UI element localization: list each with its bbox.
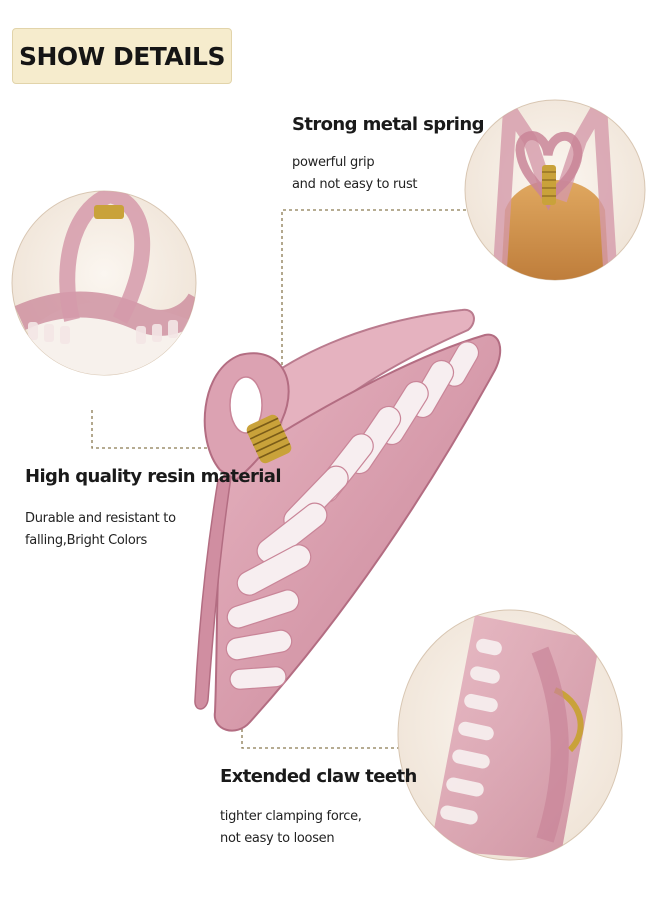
material-feature-line-1: Durable and resistant to	[25, 511, 176, 526]
material-feature-title: High quality resin material	[25, 466, 282, 487]
teeth-feature-line-2: not easy to loosen	[220, 831, 335, 846]
detail-circle-top-left	[11, 190, 197, 376]
spring-feature-line-1: powerful grip	[292, 155, 375, 170]
material-feature-line-2: falling,Bright Colors	[25, 533, 148, 548]
teeth-feature-line-1: tighter clamping force,	[220, 809, 362, 824]
banner-label: SHOW DETAILS	[19, 41, 226, 71]
teeth-callout-line	[241, 705, 402, 749]
spring-feature-title: Strong metal spring	[292, 114, 484, 135]
teeth-feature-title: Extended claw teeth	[220, 766, 417, 787]
show-details-banner: SHOW DETAILS	[12, 28, 232, 84]
detail-circle-bottom-right	[397, 609, 623, 861]
material-callout-line	[91, 410, 228, 449]
metal-spring	[246, 414, 292, 464]
detail-circle-top-right	[464, 99, 646, 281]
claw-clip-image	[194, 308, 502, 732]
claw-teeth	[225, 341, 480, 690]
spring-feature-line-2: and not easy to rust	[292, 177, 418, 192]
